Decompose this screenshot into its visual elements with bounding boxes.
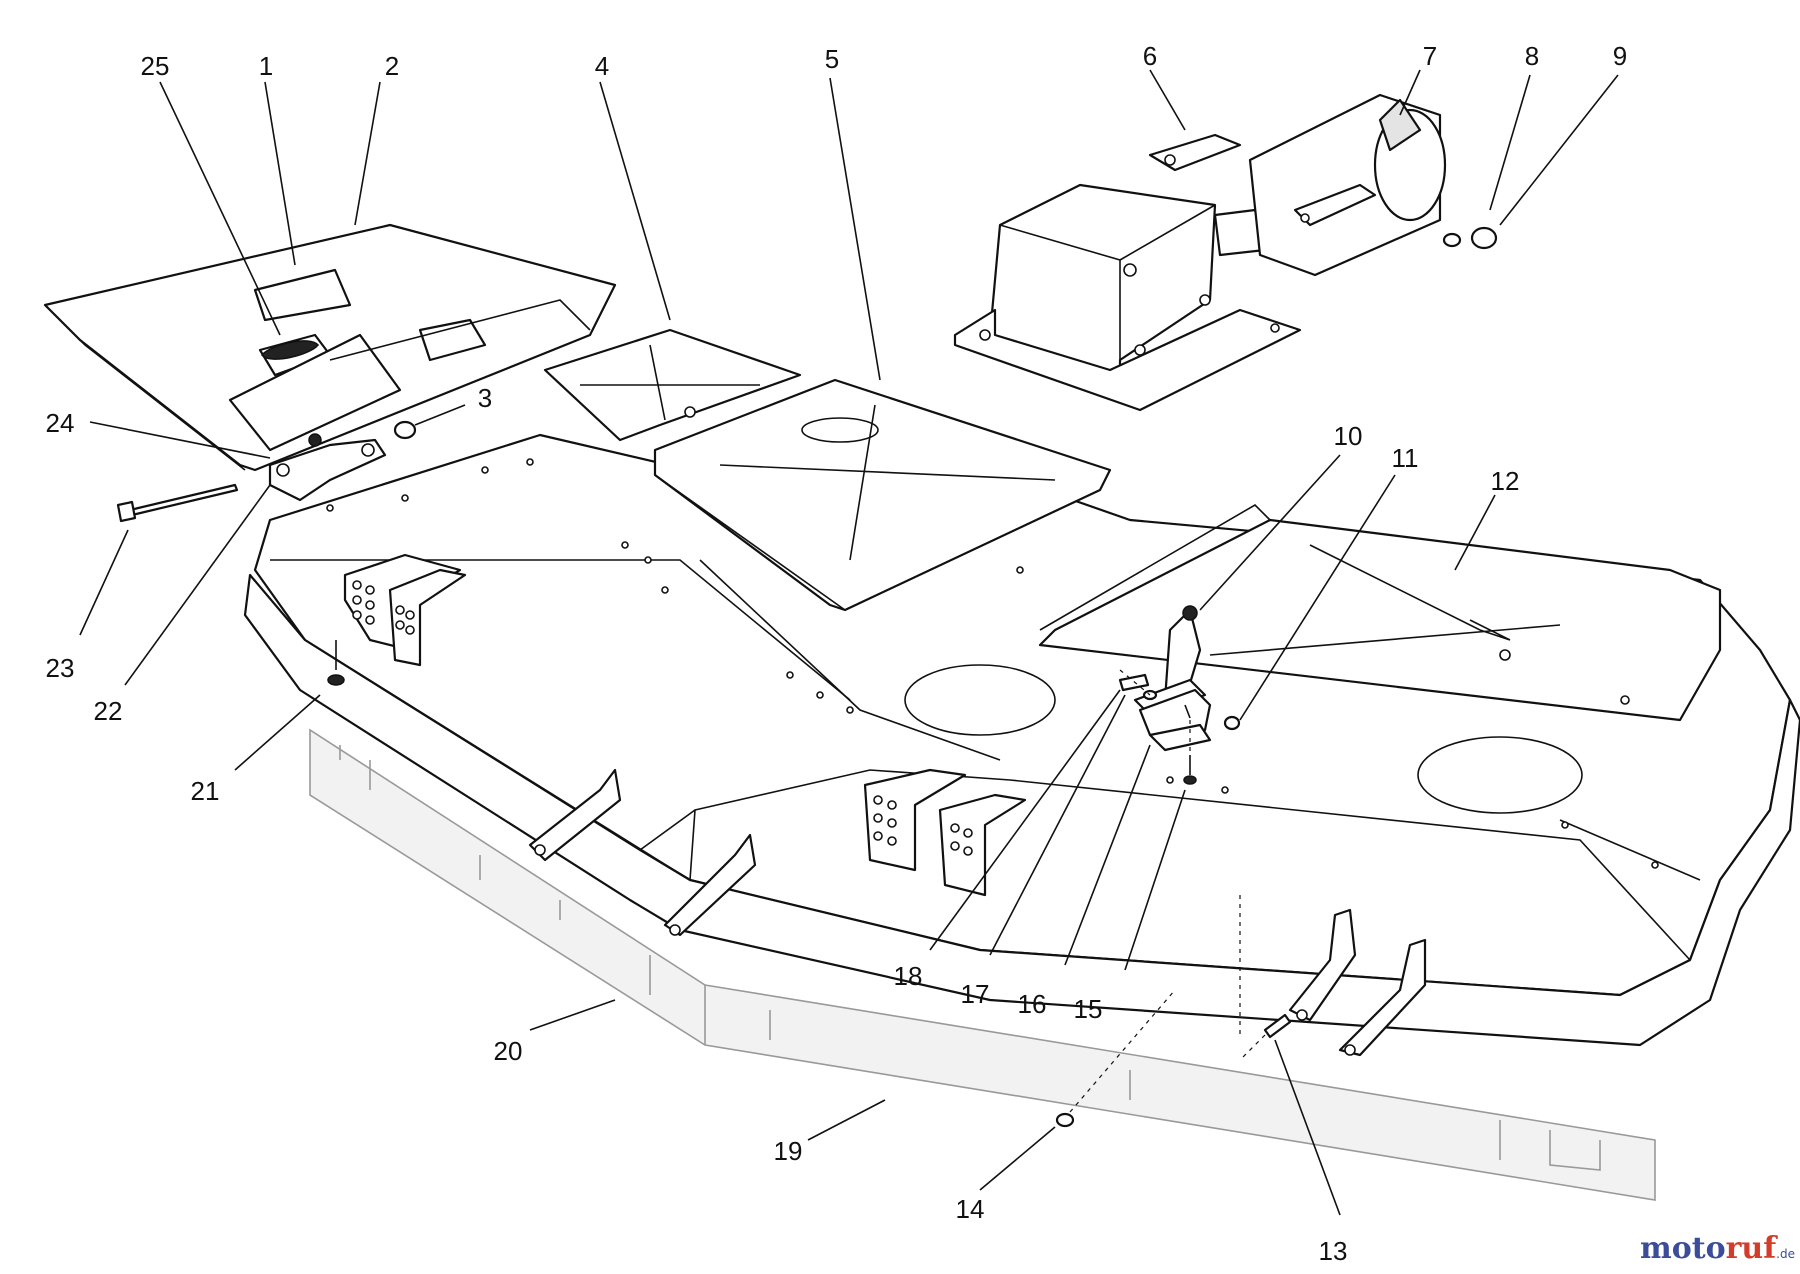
callout-19: 19	[774, 1136, 803, 1166]
watermark-part1: moto	[1640, 1231, 1726, 1266]
callout-23: 23	[46, 653, 75, 683]
callout-15: 15	[1074, 994, 1103, 1024]
left-belt-cover	[43, 223, 617, 472]
callout-24: 24	[46, 408, 75, 438]
callout-20: 20	[494, 1036, 523, 1066]
callout-14: 14	[956, 1194, 985, 1224]
screw-13	[1263, 1013, 1292, 1039]
callout-2: 2	[385, 51, 399, 81]
left-height-brackets	[343, 553, 467, 667]
callout-12: 12	[1491, 466, 1520, 496]
watermark-part2: ruf	[1726, 1231, 1779, 1266]
watermark-suffix: .de	[1776, 1247, 1795, 1261]
callout-labels: 25 1 2 4 5 6 7 8 9 3 24 10 11 12 23 22 2…	[46, 41, 1628, 1266]
right-belt-cover	[1038, 503, 1722, 722]
watermark-logo: motoruf.de	[1640, 1231, 1795, 1266]
deck-baffle	[309, 728, 1656, 1201]
callout-6: 6	[1143, 41, 1157, 71]
nut-14	[1055, 1112, 1075, 1128]
callout-3: 3	[478, 383, 492, 413]
bolt	[116, 483, 239, 523]
callout-9: 9	[1613, 41, 1627, 71]
washer	[1442, 232, 1462, 248]
callout-21: 21	[191, 776, 220, 806]
callout-11: 11	[1392, 443, 1419, 473]
cover-plate-5	[653, 378, 1112, 612]
callout-1: 1	[259, 51, 273, 81]
callout-7: 7	[1423, 41, 1437, 71]
callout-5: 5	[825, 44, 839, 74]
center-height-brackets	[863, 768, 1027, 897]
roller-arms	[528, 768, 1427, 1057]
callout-25: 25	[141, 51, 170, 81]
svg-text:motoruf.de: motoruf.de	[1640, 1231, 1795, 1266]
callout-17: 17	[961, 979, 990, 1009]
nut	[393, 420, 417, 440]
gearbox	[953, 183, 1302, 412]
callout-13: 13	[1319, 1236, 1348, 1266]
screw	[327, 640, 345, 686]
idler-clamp	[1118, 605, 1241, 785]
callout-16: 16	[1018, 989, 1047, 1019]
callout-10: 10	[1334, 421, 1363, 451]
callout-22: 22	[94, 696, 123, 726]
bolt-9	[1470, 226, 1498, 250]
hinge-bracket	[268, 433, 387, 502]
mounting-tab	[1148, 133, 1242, 172]
cover-plate-4	[543, 328, 802, 442]
leader-lines	[79, 69, 1619, 1216]
callout-18: 18	[894, 961, 923, 991]
callout-4: 4	[595, 51, 609, 81]
callout-8: 8	[1525, 41, 1539, 71]
cylinder-shield	[1248, 93, 1447, 277]
